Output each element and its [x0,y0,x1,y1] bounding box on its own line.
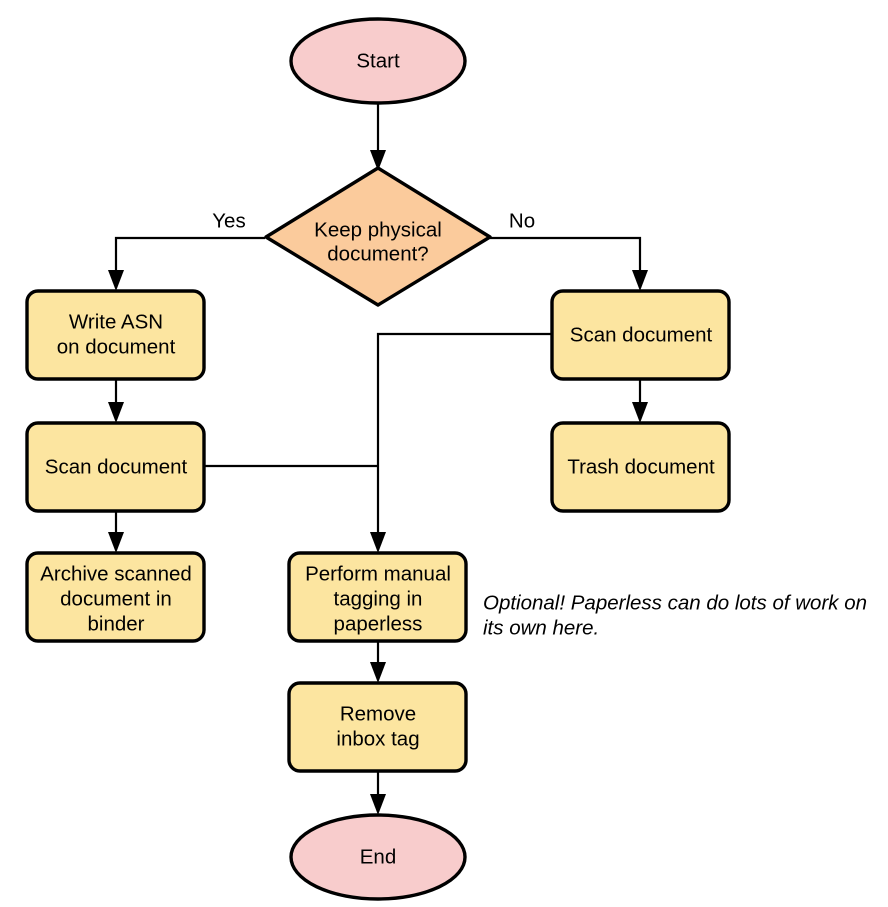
annotation-optional-note: Optional! Paperless can do lots of work … [483,591,867,639]
decision-diamond[interactable] [264,166,492,307]
node-write-asn-label-line2: on document [57,335,176,358]
trash-document-box[interactable] [550,421,731,513]
edge-write-asn-to-scan-left [108,379,124,423]
node-scan-document-right[interactable]: Scan document [550,289,731,381]
optional-note-line2: its own here. [483,616,599,639]
arrow-head-icon [108,270,124,291]
arrow-head-icon [370,532,386,553]
node-trash-document-label: Trash document [567,455,715,478]
node-decision-label-line1: Keep physical [314,218,442,241]
node-tagging-label-line1: Perform manual [305,562,451,585]
optional-note-line1: Optional! Paperless can do lots of work … [483,591,867,614]
node-archive-scanned-document[interactable]: Archive scanned document in binder [25,551,206,643]
node-remove-inbox-tag[interactable]: Remove inbox tag [287,681,468,773]
edge-line [114,236,265,278]
arrow-head-icon [370,794,386,815]
scan-document-right-box[interactable] [550,289,731,381]
node-decision-keep-physical-document[interactable]: Keep physical document? [264,166,492,307]
node-remove-inbox-label-line1: Remove [340,702,416,725]
edge-line [490,236,642,278]
node-archive-label-line1: Archive scanned [40,562,192,585]
node-scan-document-left[interactable]: Scan document [25,421,206,513]
node-tagging-label-line3: paperless [334,612,423,635]
node-start[interactable]: Start [289,17,467,105]
edge-scan-right-to-trash [632,379,648,423]
tagging-box[interactable] [287,551,468,643]
edge-label-no: No [509,209,535,232]
arrow-head-icon [632,270,648,291]
edge-scan-left-to-archive [108,511,124,553]
node-end[interactable]: End [289,813,467,901]
edge-scan-right-to-tagging [370,332,552,553]
node-scan-document-left-label: Scan document [45,455,188,478]
node-start-label: Start [356,49,400,72]
archive-box[interactable] [25,551,206,643]
node-archive-label-line3: binder [88,612,145,635]
node-scan-document-right-label: Scan document [570,323,713,346]
remove-inbox-tag-box[interactable] [287,681,468,773]
node-write-asn-on-document[interactable]: Write ASN on document [25,289,206,381]
start-ellipse[interactable] [289,17,467,105]
node-tagging-label-line2: tagging in [334,587,423,610]
node-end-label: End [360,845,396,868]
arrow-head-icon [108,402,124,423]
edge-line [376,332,552,540]
node-trash-document[interactable]: Trash document [550,421,731,513]
node-perform-manual-tagging[interactable]: Perform manual tagging in paperless [287,551,468,643]
edge-decision-to-scan-right [490,236,648,291]
edge-decision-to-write-asn [108,236,265,291]
write-asn-box[interactable] [25,289,206,381]
node-decision-label-line2: document? [327,242,428,265]
end-ellipse[interactable] [289,813,467,901]
node-write-asn-label-line1: Write ASN [69,310,163,333]
arrow-head-icon [108,532,124,553]
node-archive-label-line2: document in [60,587,172,610]
arrow-head-icon [370,150,386,171]
node-remove-inbox-label-line2: inbox tag [336,727,419,750]
edge-label-yes: Yes [212,209,245,232]
edge-tagging-to-remove-inbox [370,641,386,683]
edge-remove-inbox-to-end [370,771,386,815]
arrow-head-icon [632,402,648,423]
scan-document-left-box[interactable] [25,421,206,513]
edge-start-to-decision [370,103,386,171]
arrow-head-icon [370,662,386,683]
